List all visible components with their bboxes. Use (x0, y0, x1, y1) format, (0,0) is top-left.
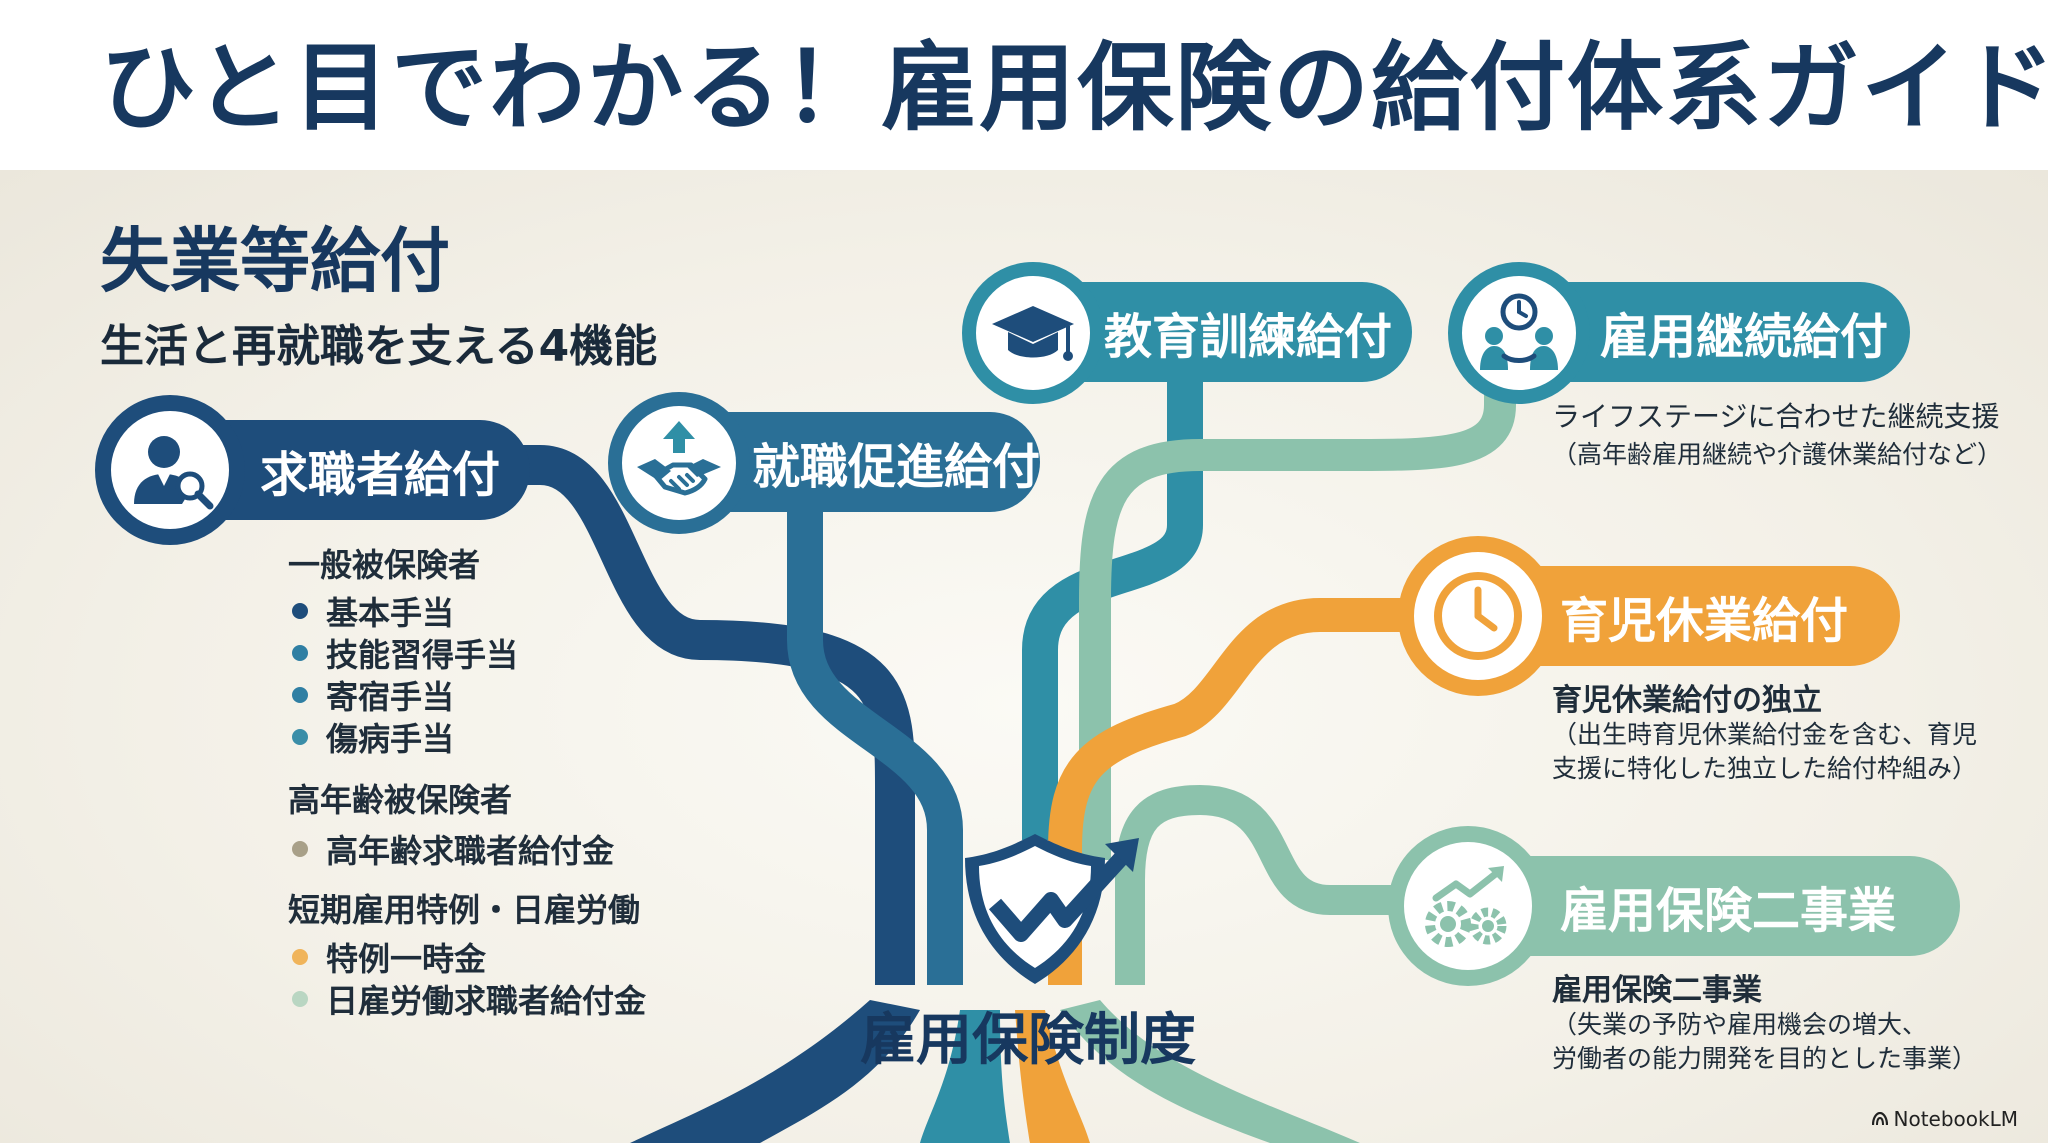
base-fan-navy (630, 1000, 920, 1143)
badge-employment-promotion (608, 392, 750, 534)
family-clock-icon (1480, 293, 1558, 370)
list-item-label: 特例一時金 (326, 940, 487, 978)
shield-growth-icon (965, 834, 1139, 984)
list-item: 傷病手当 (292, 714, 454, 760)
bullet-dot (292, 949, 308, 965)
pill-education-training-label: 教育訓練給付 (1104, 309, 1393, 365)
section-subtitle: 生活と再就職を支える4機能 (100, 321, 658, 372)
bullet-dot (292, 991, 308, 1007)
list-item-label: 技能習得手当 (326, 636, 519, 674)
base-fan-green (1060, 1000, 1360, 1143)
childcare-desc-line: （出生時育児休業給付金を含む、育児 (1552, 720, 1978, 749)
list-item-label: 寄宿手当 (326, 678, 455, 716)
line-education-training (1022, 375, 1203, 840)
center-label: 雇用保険制度 (860, 1008, 1196, 1073)
page-title: ひと目でわかる！雇用保険の給付体系ガイド (100, 32, 2048, 144)
gears-growth-icon (1425, 866, 1507, 947)
group-label-general: 一般被保険者 (288, 546, 481, 584)
graduation-cap-icon (992, 306, 1074, 361)
list-item-label: 高年齢求職者給付金 (326, 832, 615, 870)
clock-icon (1434, 572, 1522, 660)
brand: NotebookLM (1871, 1107, 2019, 1131)
bullet-dot (292, 729, 308, 745)
childcare-desc-line: 支援に特化した独立した給付枠組み） (1552, 754, 1978, 783)
badge-education-training (962, 262, 1104, 404)
list-item-label: 日雇労働求職者給付金 (326, 982, 647, 1020)
badge-childcare (1398, 536, 1558, 696)
base-fan-teal (920, 1010, 1010, 1143)
two-projects-desc-line: 労働者の能力開発を目的とした事業） (1552, 1044, 1978, 1073)
list-item: 基本手当 (292, 588, 454, 634)
badge-employment-continuation (1448, 262, 1590, 404)
bullet-dot (292, 687, 308, 703)
notebooklm-logo-icon (1871, 1112, 1888, 1126)
list-item-label: 基本手当 (326, 594, 455, 632)
pill-two-projects-label: 雇用保険二事業 (1560, 883, 1897, 939)
group-label-elderly: 高年齢被保険者 (288, 781, 513, 819)
header: ひと目でわかる！雇用保険の給付体系ガイド (0, 0, 2048, 170)
bullet-dot (292, 603, 308, 619)
list-item: 特例一時金 (292, 934, 486, 980)
list-item-label: 傷病手当 (326, 720, 455, 758)
bullet-dot (292, 645, 308, 661)
brand-label: NotebookLM (1893, 1107, 2019, 1131)
line-two-projects (1115, 784, 1420, 985)
continuation-desc-line: （高年齢雇用継続や介護休業給付など） (1552, 440, 2003, 469)
line-childcare (1048, 598, 1420, 985)
base-fan-orange (1015, 1010, 1090, 1143)
pill-job-seeker-label: 求職者給付 (260, 447, 501, 503)
list-item: 日雇労働求職者給付金 (292, 976, 646, 1022)
job-seeker-search-icon (134, 436, 214, 510)
two-projects-desc-line: （失業の予防や雇用機会の増大、 (1552, 1010, 1928, 1039)
pill-childcare-label: 育児休業給付 (1560, 593, 1849, 649)
continuation-desc-title: ライフステージに合わせた継続支援 (1552, 400, 2000, 433)
line-employment-continuation (1079, 390, 1516, 860)
childcare-desc-title: 育児休業給付の独立 (1552, 683, 1822, 718)
group-label-short-term: 短期雇用特例・日雇労働 (288, 891, 641, 929)
list-item: 寄宿手当 (292, 672, 454, 718)
line-employment-promotion (787, 500, 963, 985)
list-item: 高年齢求職者給付金 (292, 826, 614, 872)
bullet-dot (292, 841, 308, 857)
section-title: 失業等給付 (100, 220, 450, 302)
pill-employment-promotion-label: 就職促進給付 (752, 439, 1041, 495)
handshake-icon (637, 421, 721, 496)
badge-two-projects (1388, 826, 1548, 986)
two-projects-desc-title: 雇用保険二事業 (1552, 973, 1762, 1008)
badge-job-seeker (95, 395, 245, 545)
list-item: 技能習得手当 (292, 630, 518, 676)
pill-employment-continuation-label: 雇用継続給付 (1600, 309, 1889, 365)
